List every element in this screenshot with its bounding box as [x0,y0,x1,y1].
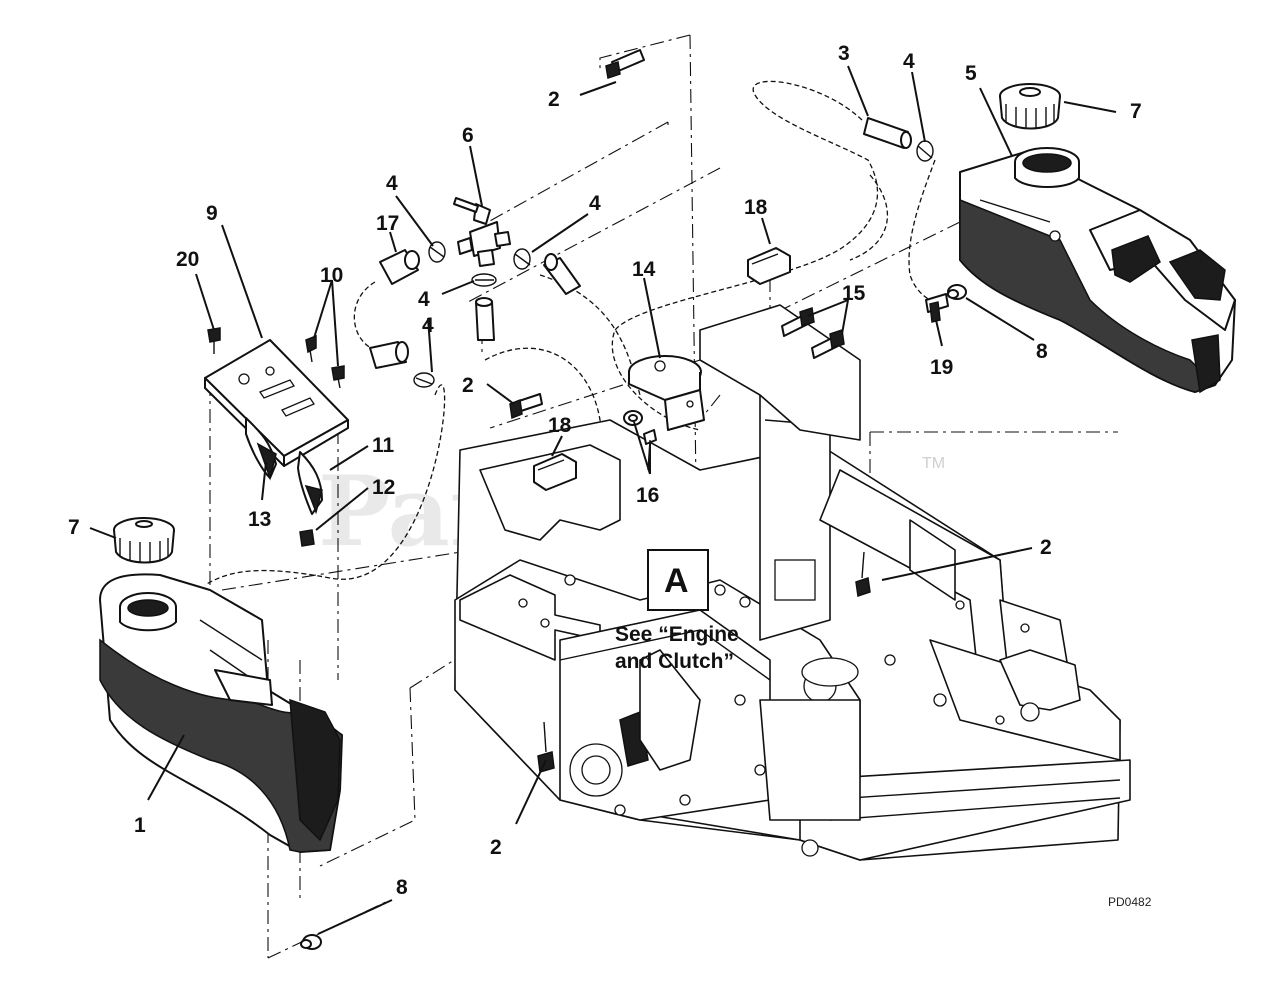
callout-2-middle: 2 [462,374,474,397]
screw-20[interactable] [207,327,221,354]
screw-10a[interactable] [305,334,317,363]
bolt-2-top[interactable] [605,49,645,79]
callout-4-d: 4 [422,314,434,337]
callout-20: 20 [176,248,199,271]
callout-4-c: 4 [418,288,430,311]
fitting-19[interactable] [925,293,949,323]
callout-7-left: 7 [68,516,80,539]
callout-17: 17 [376,212,399,235]
reference-box-a: A See “Engine and Clutch” [615,549,739,673]
callout-7-right: 7 [1130,100,1142,123]
clip-18-upper[interactable] [747,247,791,285]
nut-12[interactable] [299,529,315,547]
hose-clamp-a[interactable] [428,241,446,263]
reference-note-line2: and Clutch” [615,650,734,673]
hose-clamp-b[interactable] [513,248,531,270]
nut-16[interactable] [623,410,643,426]
callout-8-bottom: 8 [396,876,408,899]
fuel-hose-short-b[interactable] [543,253,581,295]
bolt-15b[interactable] [811,329,845,359]
callout-4-e: 4 [903,50,915,73]
fuel-cap-right[interactable] [999,83,1061,130]
bolt-15a[interactable] [781,307,815,337]
hose-clamp-d[interactable] [413,372,435,388]
fuel-hose-3[interactable] [863,117,912,149]
callout-9: 9 [206,202,218,225]
bolt-2-right[interactable] [855,551,871,597]
leader-lines [89,65,1117,935]
clip-18-lower[interactable] [533,453,577,491]
fuel-hose-short-a[interactable] [369,341,409,369]
fuel-shutoff-valve[interactable] [453,197,511,267]
callout-19: 19 [930,356,953,379]
fuel-hose-17[interactable] [379,249,420,285]
hose-clamp-e[interactable] [916,140,934,162]
callout-labels: 1 2 2 2 2 3 4 4 4 4 4 5 6 7 7 8 8 9 10 1… [68,42,1142,899]
bushing-8-right[interactable] [947,284,967,300]
reference-letter: A [664,562,689,600]
callout-12: 12 [372,476,395,499]
callout-15: 15 [842,282,866,305]
fuel-hose-short-c[interactable] [475,297,495,341]
callout-8-right: 8 [1036,340,1048,363]
bolt-2-middle[interactable] [509,393,543,420]
callout-18-lower: 18 [548,414,572,437]
callout-2-right: 2 [1040,536,1052,559]
fuel-tank-right[interactable] [959,147,1236,394]
fuel-tank-left[interactable] [99,573,343,853]
mower-frame [454,304,1131,861]
diagram-code: PD0482 [1108,895,1152,909]
callout-4-a: 4 [386,172,398,195]
callout-10: 10 [320,264,343,287]
callout-18-upper: 18 [744,196,768,219]
tank-bracket[interactable] [628,355,705,431]
reference-note-line1: See “Engine [615,623,739,646]
fuel-valve-bracket[interactable] [204,339,349,515]
callout-2-bottom: 2 [490,836,502,859]
screw-10b[interactable] [331,365,345,389]
callout-4-b: 4 [589,192,601,215]
watermark-trademark: TM [922,455,945,472]
callout-14: 14 [632,258,656,281]
callout-6: 6 [462,124,474,147]
callout-2-top: 2 [548,88,560,111]
callout-16: 16 [636,484,659,507]
callout-3: 3 [838,42,850,65]
alignment-lines [209,34,1118,959]
callout-13: 13 [248,508,271,531]
callout-5: 5 [965,62,977,85]
bushing-8-bottom[interactable] [300,934,322,950]
hose-clamp-c[interactable] [471,273,497,287]
fuel-cap-left[interactable] [113,517,175,564]
callout-11: 11 [372,434,395,457]
callout-1: 1 [134,814,146,837]
